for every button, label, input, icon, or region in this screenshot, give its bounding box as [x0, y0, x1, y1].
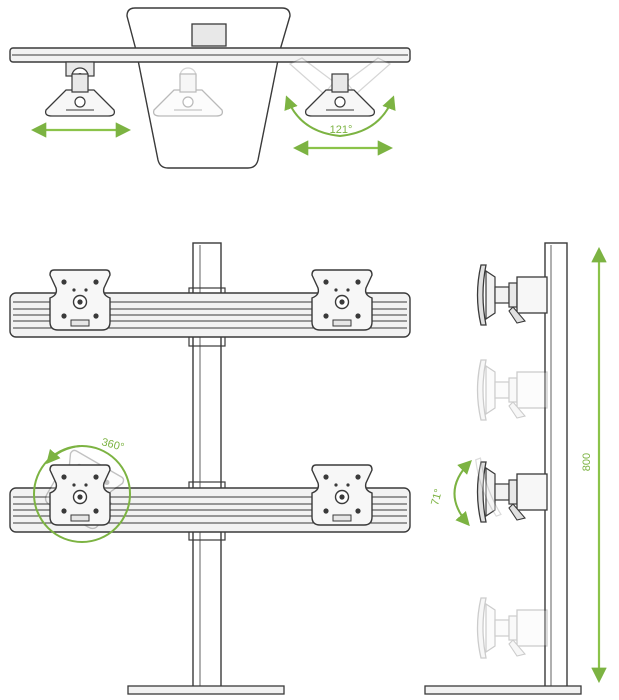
- side-head-upper-ghost: [476, 359, 548, 421]
- front-view: 360°: [9, 242, 411, 695]
- side-pole: [544, 242, 568, 691]
- rotation-arrow-icon: [46, 445, 81, 465]
- side-head-tilt-ghost: [475, 457, 502, 517]
- vesa-plate-upper-left: [49, 269, 111, 331]
- tilt-arc: [453, 460, 472, 527]
- mount-head-top-ghost: [152, 67, 224, 117]
- swivel-arc: [284, 95, 396, 138]
- vesa-plate-upper-right: [311, 269, 373, 331]
- mount-head-top-left: [44, 61, 116, 117]
- mount-head-top-right: [288, 57, 392, 117]
- tilt-angle-label: 71°: [429, 488, 445, 507]
- side-head-upper: [476, 264, 548, 326]
- swivel-angle-label: 121°: [330, 124, 353, 136]
- rotation-circle: [33, 445, 131, 543]
- side-head-lower-ghost: [476, 597, 548, 659]
- top-view: 121°: [9, 7, 411, 169]
- base-plate-side: [424, 685, 582, 695]
- side-view: 71° 800: [424, 242, 607, 695]
- rotation-angle-label: 360°: [100, 436, 125, 453]
- height-dimension-label: 800: [581, 453, 593, 471]
- vesa-plate-lower-right: [311, 464, 373, 526]
- base-plate-front: [127, 685, 285, 695]
- desk-clamp: [191, 23, 227, 47]
- vesa-plate-lower-left: [49, 464, 111, 526]
